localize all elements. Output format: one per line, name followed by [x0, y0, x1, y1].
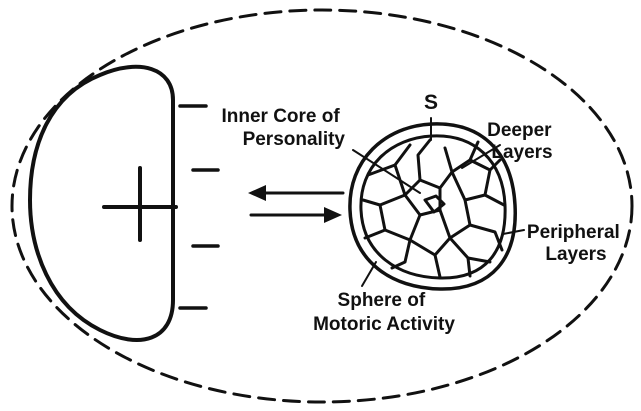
right-arrowhead: [324, 207, 342, 223]
plus-sign: [104, 168, 176, 240]
inner-core-label: Inner Core of Personality: [221, 106, 345, 150]
minus-signs: [180, 106, 218, 308]
interaction-arrows: [248, 185, 343, 223]
perceptual-boundary: [361, 136, 505, 278]
motoric-leader: [362, 262, 376, 286]
positive-region-shape: [30, 67, 173, 340]
deeper-layers-label: Deeper Layers: [487, 120, 557, 163]
s-label: S: [424, 91, 438, 114]
peripheral-layers-label: Peripheral Layers: [527, 222, 625, 265]
cell-network: [363, 140, 504, 277]
left-arrowhead: [248, 185, 266, 201]
motoric-activity-label: Sphere of Motoric Activity: [313, 290, 455, 335]
